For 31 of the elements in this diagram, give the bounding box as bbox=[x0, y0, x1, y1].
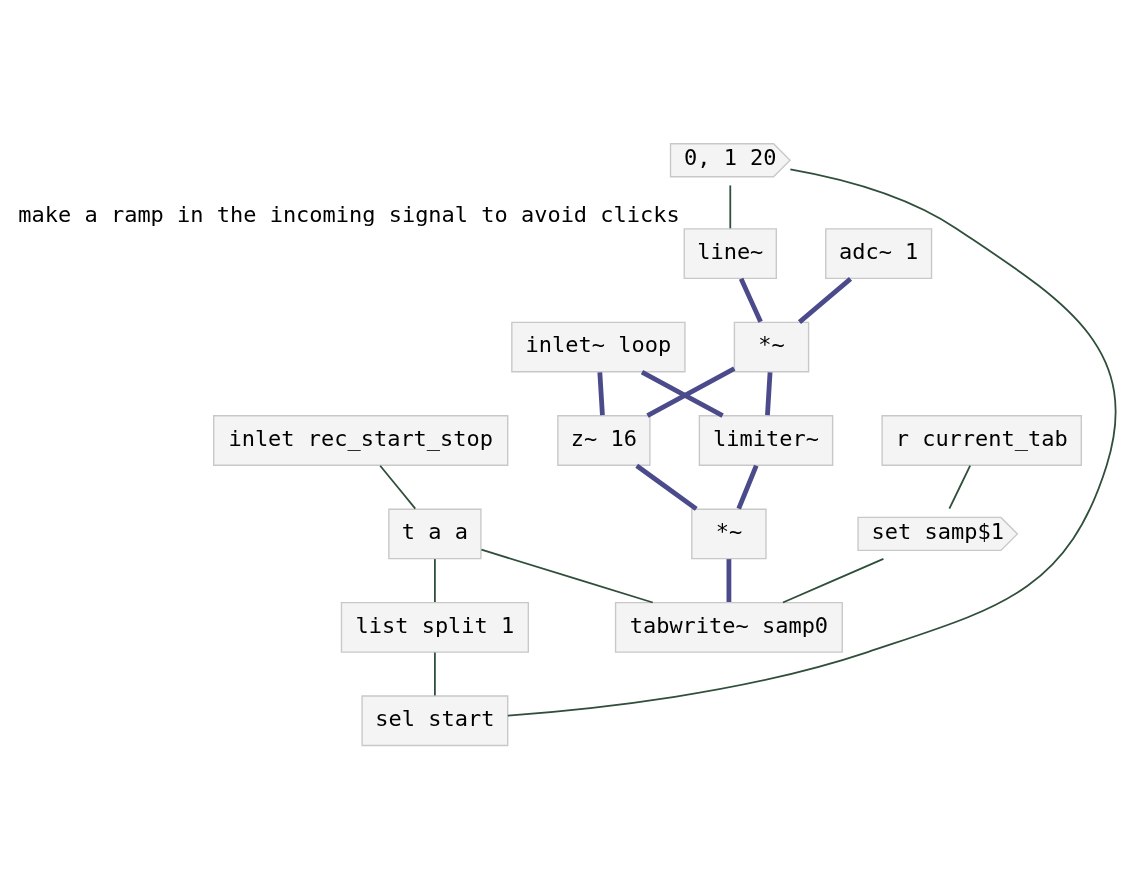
connector bbox=[506, 167, 1117, 716]
node-label: make a ramp in the incoming signal to avoid clicks bbox=[18, 201, 680, 227]
connector bbox=[480, 548, 654, 603]
connector bbox=[646, 365, 736, 418]
node-box: tabwrite~ samp0 bbox=[614, 601, 843, 653]
connector bbox=[729, 184, 732, 229]
node-box: inlet rec_start_stop bbox=[213, 414, 509, 466]
node-box: adc~ 1 bbox=[825, 227, 933, 279]
node-box: line~ bbox=[683, 227, 777, 279]
node-box: z~ 16 bbox=[557, 414, 651, 466]
node-box: sel start bbox=[361, 694, 509, 746]
node-box: r current_tab bbox=[881, 414, 1082, 466]
node-box: t a a bbox=[388, 508, 482, 559]
connector bbox=[434, 557, 436, 603]
connector bbox=[379, 464, 417, 509]
connector bbox=[948, 464, 972, 509]
connector bbox=[597, 371, 605, 415]
node-box: list split 1 bbox=[340, 601, 529, 653]
node-box: limiter~ bbox=[698, 414, 834, 466]
connector bbox=[635, 463, 698, 511]
connector bbox=[738, 277, 763, 323]
connector bbox=[736, 464, 759, 509]
node-box: inlet~ loop bbox=[511, 321, 686, 372]
connector bbox=[797, 276, 853, 324]
node-box: *~ bbox=[733, 321, 810, 372]
connector bbox=[726, 558, 732, 602]
connector bbox=[765, 371, 773, 415]
connector bbox=[434, 651, 436, 696]
node-box: *~ bbox=[691, 508, 767, 559]
connector bbox=[782, 557, 885, 603]
connector bbox=[640, 369, 724, 418]
